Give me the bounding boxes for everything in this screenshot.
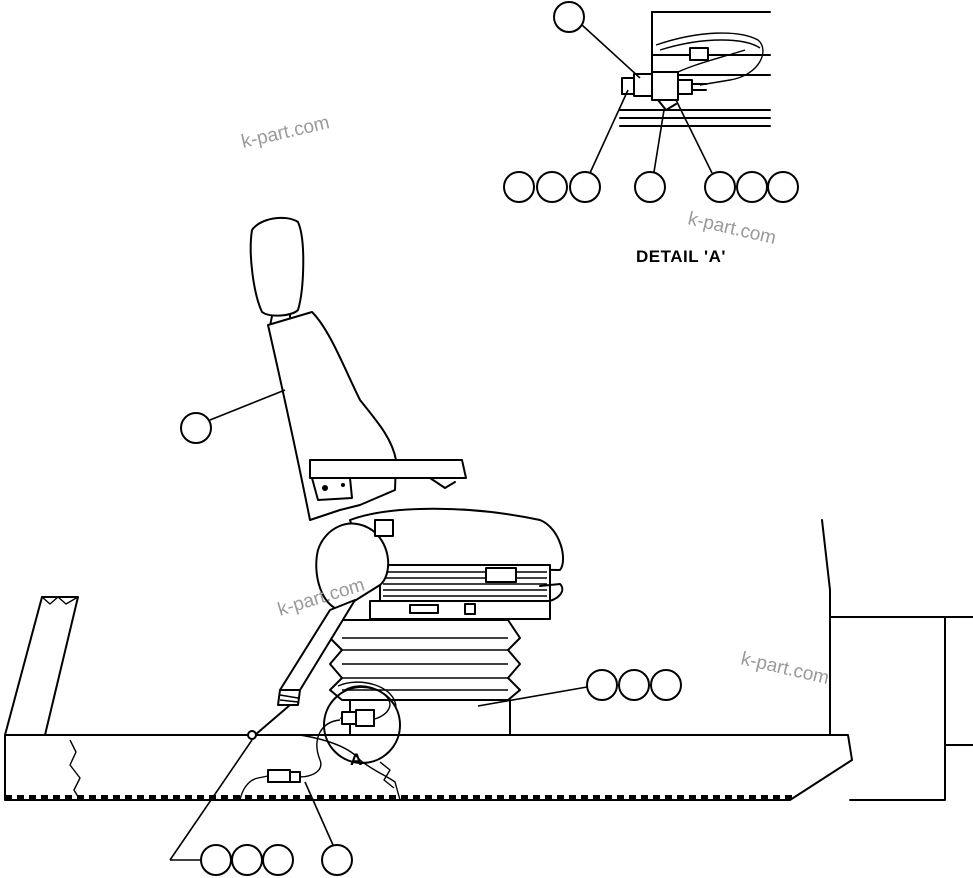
detail-a-marker: A xyxy=(323,686,401,769)
callout-bubble xyxy=(553,1,585,33)
callout-bubble xyxy=(736,171,768,203)
callout-bubble xyxy=(569,171,601,203)
callout-bubble xyxy=(180,412,212,444)
detail-a-view: DETAIL 'A' xyxy=(503,1,799,266)
wiring-harness xyxy=(239,681,397,801)
callout-bubble xyxy=(536,171,568,203)
callout-bubble xyxy=(634,171,666,203)
watermark: k-part.com xyxy=(739,648,831,689)
detail-a-label: A xyxy=(350,750,362,769)
callout-bubble xyxy=(650,669,682,701)
callout-bubble xyxy=(262,844,294,876)
operator-seat xyxy=(247,216,565,740)
detail-title: DETAIL 'A' xyxy=(636,247,726,266)
callout-bubble xyxy=(767,171,799,203)
watermark: k-part.com xyxy=(239,112,331,153)
cab-floor xyxy=(4,519,973,801)
callout-bubble xyxy=(503,171,535,203)
callout-bubble xyxy=(618,669,650,701)
callout-bubble xyxy=(321,844,353,876)
callout-bubble xyxy=(231,844,263,876)
callout-bubble xyxy=(586,669,618,701)
main-callouts xyxy=(169,389,682,876)
callout-bubble xyxy=(200,844,232,876)
watermark: k-part.com xyxy=(686,208,778,249)
callout-bubble xyxy=(704,171,736,203)
